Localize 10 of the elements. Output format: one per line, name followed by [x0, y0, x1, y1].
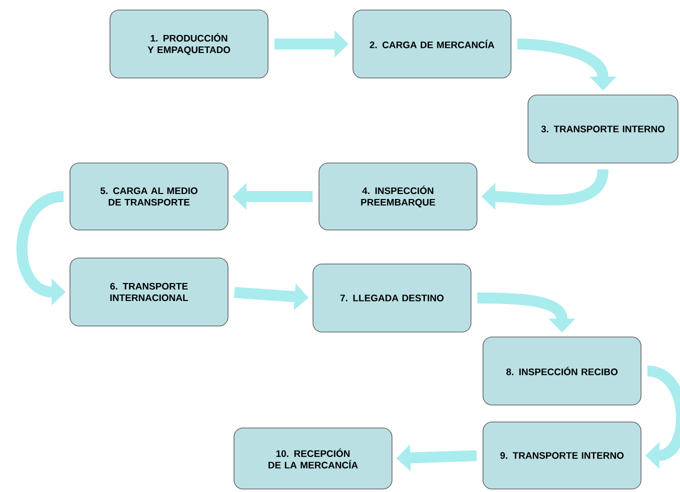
process-box: 9. TRANSPORTE INTERNO — [482, 422, 642, 490]
process-box: 5. CARGA AL MEDIO DE TRANSPORTE — [70, 162, 228, 230]
process-box: 6. TRANSPORTE INTERNACIONAL — [70, 258, 228, 326]
process-box: 1. PRODUCCIÓN Y EMPAQUETADO — [110, 10, 268, 78]
process-box: 10. RECEPCIÓN DE LA MERCANCÍA — [234, 428, 392, 490]
process-box: 8. INSPECCIÓN RECIBO — [482, 336, 642, 406]
process-box: 4. INSPECCIÓN PREEMBARQUE — [318, 162, 478, 230]
process-box: 7. LLEGADA DESTINO — [312, 264, 472, 332]
process-box: 2. CARGA DE MERCANCÍA — [352, 10, 512, 78]
process-box: 3. TRANSPORTE INTERNO — [528, 94, 678, 164]
